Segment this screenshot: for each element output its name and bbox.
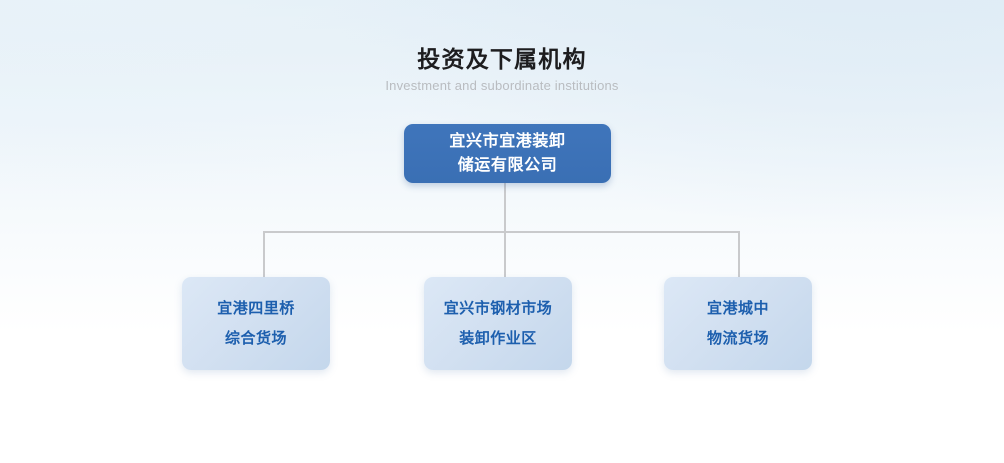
page-title: 投资及下属机构 (417, 46, 587, 72)
org-node-child-3-line1: 宜港城中 (706, 299, 769, 317)
org-node-child-2[interactable]: 宜兴市钢材市场 装卸作业区 (424, 277, 572, 370)
org-node-child-1-line1: 宜港四里桥 (217, 299, 295, 317)
connector-drop-left (263, 231, 265, 277)
org-node-root[interactable]: 宜兴市宜港装卸 储运有限公司 (404, 124, 611, 183)
org-node-child-2-line1: 宜兴市钢材市场 (443, 299, 553, 317)
org-node-root-line2: 储运有限公司 (457, 156, 558, 174)
page-heading: 投资及下属机构 Investment and subordinate insti… (0, 44, 1004, 95)
org-node-child-1-line2: 综合货场 (224, 329, 287, 347)
connector-root-stem (504, 183, 506, 231)
connector-drop-center (504, 231, 506, 277)
page-subtitle: Investment and subordinate institutions (385, 78, 619, 93)
connector-horizontal-bus (263, 231, 740, 233)
connector-drop-right (738, 231, 740, 277)
org-node-child-3[interactable]: 宜港城中 物流货场 (664, 277, 812, 370)
org-node-child-1[interactable]: 宜港四里桥 综合货场 (182, 277, 330, 370)
org-node-child-3-line2: 物流货场 (706, 329, 769, 347)
org-node-child-2-line2: 装卸作业区 (459, 329, 537, 347)
org-node-root-line1: 宜兴市宜港装卸 (449, 132, 566, 150)
